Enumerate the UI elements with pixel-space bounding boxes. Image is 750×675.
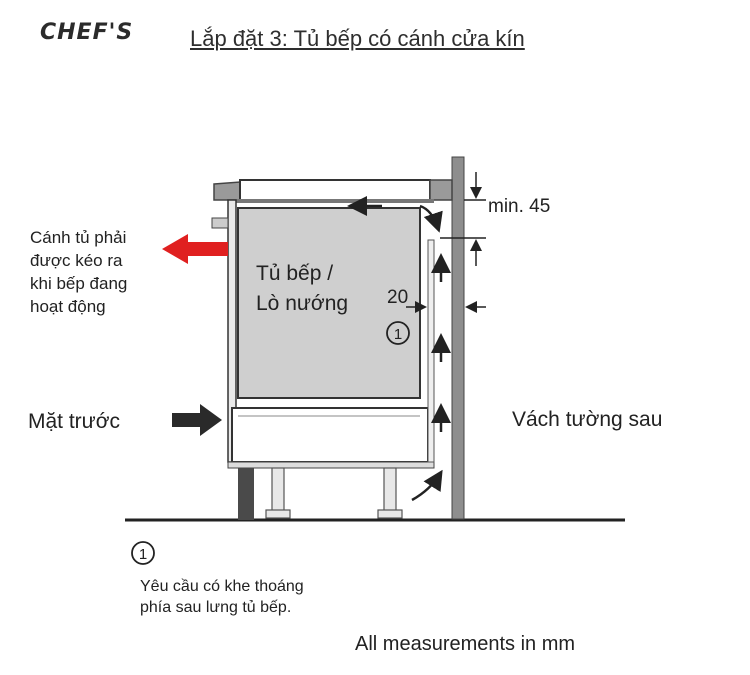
red-door-arrow	[162, 234, 228, 264]
footnote-line1: Yêu cầu có khe thoáng	[140, 578, 304, 595]
airflow-arrows	[347, 196, 451, 502]
page-title: Lắp đặt 3: Tủ bếp có cánh cửa kín	[190, 26, 525, 51]
countertop-front-edge	[213, 181, 241, 201]
plinth-board	[238, 468, 254, 520]
leg-rear-foot	[377, 509, 403, 519]
min-45-label: min. 45	[488, 196, 550, 217]
cabinet-base	[227, 461, 435, 469]
marker-circle	[386, 321, 410, 345]
door-note-line4: hoạt động	[30, 297, 106, 316]
footnote-line2: phía sau lưng tủ bếp.	[140, 599, 291, 616]
oven-unit	[237, 207, 421, 399]
cabinet-rear-panel	[427, 239, 435, 463]
dimension-min45	[440, 172, 486, 266]
airflow-arrow-inlet	[411, 469, 443, 502]
leg-rear	[383, 467, 397, 513]
marker-number: 1	[394, 326, 402, 343]
chefs-logo: CHEF'S	[40, 20, 134, 45]
door-hinge	[211, 217, 229, 229]
leg-front-foot	[265, 509, 291, 519]
countertop-rear	[429, 179, 453, 201]
back-wall	[451, 156, 465, 520]
measurement-note: All measurements in mm	[355, 633, 575, 655]
hob-underside	[228, 199, 434, 203]
leg-front	[271, 467, 285, 513]
oven-label-line2: Lò nướng	[256, 292, 348, 315]
front-arrow	[172, 404, 222, 436]
airflow-arrow-top-curve	[419, 204, 443, 233]
front-label: Mặt trước	[28, 410, 120, 433]
hob-surface	[239, 179, 431, 201]
back-wall-label: Vách tường sau	[512, 408, 662, 431]
gap-20-label: 20	[387, 287, 408, 308]
footnote-marker-circle	[131, 541, 155, 565]
door-note-line1: Cánh tủ phải	[30, 228, 126, 247]
footnote-marker-number: 1	[139, 546, 147, 563]
door-note-line3: khi bếp đang	[30, 274, 127, 293]
oven-label-line1: Tủ bếp /	[256, 262, 333, 285]
door-note-line2: được kéo ra	[30, 251, 123, 270]
